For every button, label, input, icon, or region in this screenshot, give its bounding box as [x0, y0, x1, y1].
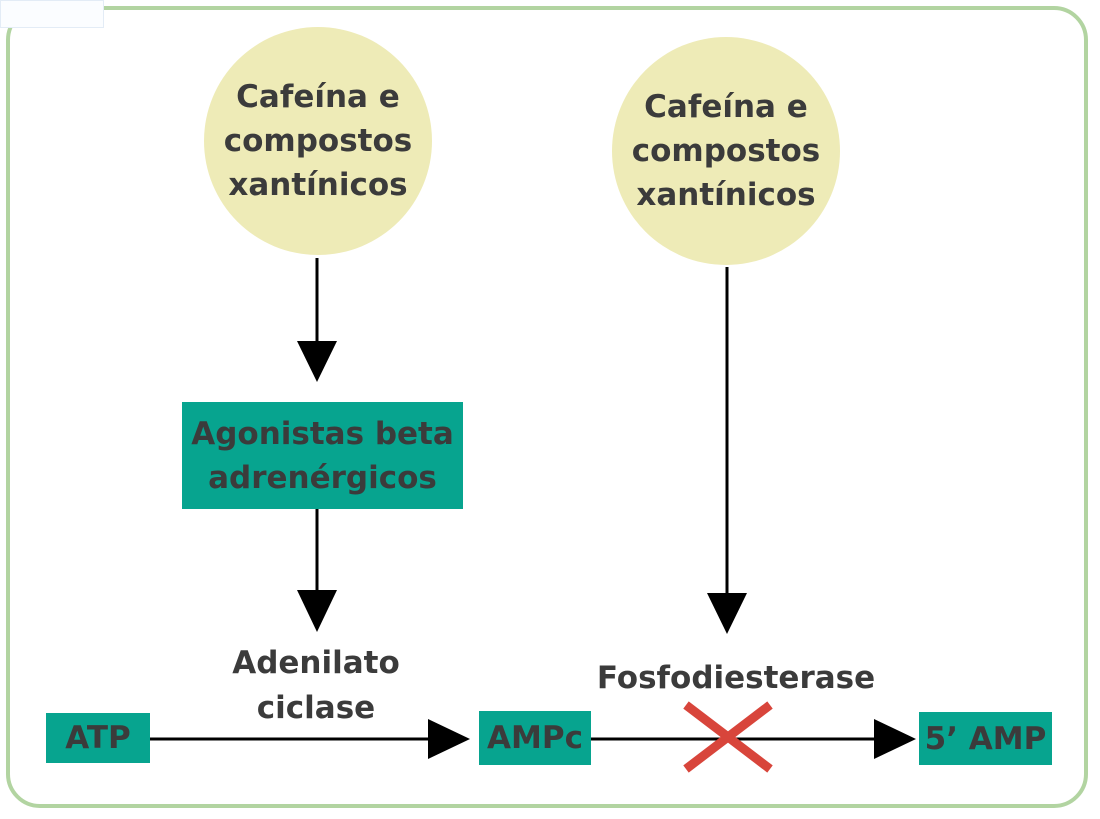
beta-agonists-box: Agonistas beta adrenérgicos	[182, 402, 463, 509]
fosfodiesterase-label: Fosfodiesterase	[596, 660, 876, 696]
beta-line-1: Agonistas beta	[191, 415, 454, 452]
caffeine-right-line-3: xantínicos	[636, 177, 816, 213]
arrowhead-right-2	[874, 719, 916, 759]
atp-box: ATP	[46, 713, 150, 763]
caffeine-right-line-1: Cafeína e	[644, 89, 808, 125]
toolbar-stub	[0, 0, 104, 28]
caffeine-left-line-2: compostos	[223, 123, 413, 159]
arrowhead-right-1	[428, 719, 470, 759]
inhibition-cross-icon	[683, 701, 773, 773]
amp5-box: 5’ AMP	[919, 712, 1052, 765]
caffeine-circle-right-text: Cafeína e compostos xantínicos	[632, 85, 820, 217]
arrowhead-down-1	[297, 341, 337, 382]
arrowhead-down-3	[707, 593, 747, 634]
amp5-text: 5’ AMP	[924, 720, 1047, 757]
caffeine-left-line-1: Cafeína e	[236, 79, 400, 115]
beta-line-2: adrenérgicos	[208, 459, 437, 496]
arrowhead-down-2	[297, 590, 337, 632]
caffeine-right-line-2: compostos	[631, 133, 821, 169]
caffeine-circle-left: Cafeína e compostos xantínicos	[204, 27, 432, 255]
caffeine-circle-left-text: Cafeína e compostos xantínicos	[224, 75, 412, 207]
adenilato-line-2: ciclase	[256, 690, 376, 726]
beta-agonists-text: Agonistas beta adrenérgicos	[191, 412, 454, 500]
ampc-box: AMPc	[479, 711, 591, 765]
adenilato-ciclase-label: Adenilato ciclase	[206, 641, 426, 731]
ampc-text: AMPc	[487, 720, 583, 756]
atp-text: ATP	[65, 720, 131, 756]
caffeine-left-line-3: xantínicos	[228, 167, 408, 203]
adenilato-line-1: Adenilato	[232, 645, 400, 681]
caffeine-circle-right: Cafeína e compostos xantínicos	[612, 37, 840, 265]
